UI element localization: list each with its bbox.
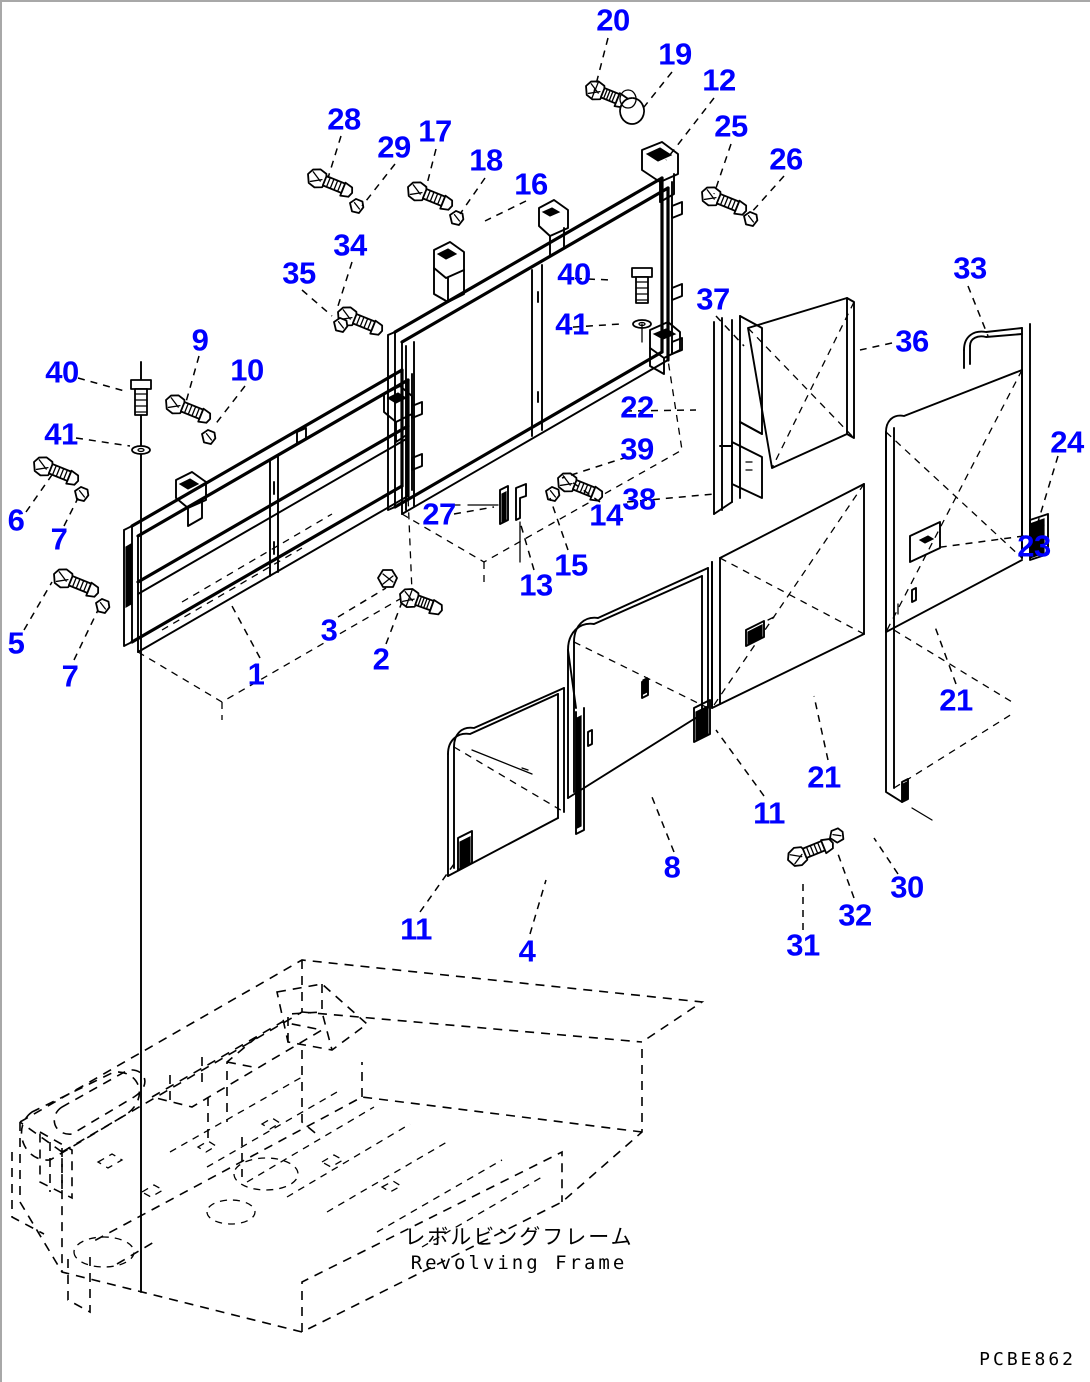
callout-24: 24 [1050,424,1084,460]
bolt-31 [783,832,838,871]
bolt-28 [303,164,357,203]
callout-28: 28 [327,101,361,137]
callout-29: 29 [377,129,411,165]
callout-21a: 21 [939,682,973,718]
screw-40-41-upper [631,267,653,343]
callout-7a: 7 [50,521,68,557]
callout-33: 33 [953,250,987,286]
callout-9: 9 [191,322,209,358]
bolt-17 [403,177,457,216]
callout-20: 20 [596,2,630,38]
callout-6: 6 [7,502,25,538]
panel-36 [747,297,855,469]
callout-21b: 21 [807,759,841,795]
callout-26: 26 [769,141,803,177]
nut-19 [619,89,645,125]
sheet-code: PCBE862 [979,1349,1076,1370]
callout-14: 14 [589,497,623,533]
cover-4 [447,687,565,877]
front-frame-assembly [123,368,423,720]
door-21-center [711,483,865,709]
callout-32: 32 [838,897,872,933]
rear-frame-assembly [387,141,683,582]
callout-1: 1 [247,656,265,692]
callout-30: 30 [890,869,924,905]
washer-10 [198,427,219,447]
bolt-5 [49,564,103,603]
callout-15: 15 [554,547,588,583]
washer-7b [92,596,113,616]
cover-8 [567,567,711,799]
callout-22: 22 [620,389,654,425]
diagram-caption: レボルビングフレーム Revolving Frame [354,1224,684,1276]
door-21-right [885,427,1013,821]
panel-24-33 [885,323,1049,633]
callout-23: 23 [1017,528,1051,564]
callout-4: 4 [518,933,536,969]
callout-13: 13 [519,567,553,603]
panel-22-37-38 [713,315,763,515]
cover-edge-left [567,649,585,835]
bolt-25 [697,182,751,221]
callout-40a: 40 [557,256,591,292]
callout-5: 5 [7,625,25,661]
bracket-27-13 [453,483,527,563]
callout-16: 16 [514,166,548,202]
callout-11a: 11 [753,795,785,831]
callout-37: 37 [696,281,730,317]
caption-japanese: レボルビングフレーム [404,1225,634,1249]
washer-7a [71,484,92,504]
callout-2: 2 [372,641,390,677]
callout-8: 8 [663,849,681,885]
callout-3: 3 [320,612,338,648]
bolt-6 [29,452,83,491]
callout-17: 17 [418,113,452,149]
callout-35: 35 [282,255,316,291]
bolt-2 [395,584,447,620]
callout-40b: 40 [45,354,79,390]
callout-31: 31 [786,927,820,963]
callout-25: 25 [714,108,748,144]
washer-3 [377,569,398,588]
callout-12: 12 [702,62,736,98]
callout-11b: 11 [400,911,432,947]
callout-18: 18 [469,142,503,178]
callout-34: 34 [333,227,367,263]
washer-18 [446,208,467,228]
callout-36: 36 [895,323,929,359]
callout-41b: 41 [44,416,78,452]
caption-english: Revolving Frame [410,1252,628,1274]
callout-38: 38 [622,481,656,517]
callout-10: 10 [230,352,264,388]
callout-39: 39 [620,431,654,467]
washer-15 [542,484,563,504]
callout-19: 19 [658,36,692,72]
callout-41a: 41 [555,306,589,342]
leader-lines [23,37,1059,935]
callout-27: 27 [422,496,456,532]
callout-7b: 7 [61,658,79,694]
revolving-frame-outline [11,959,705,1333]
